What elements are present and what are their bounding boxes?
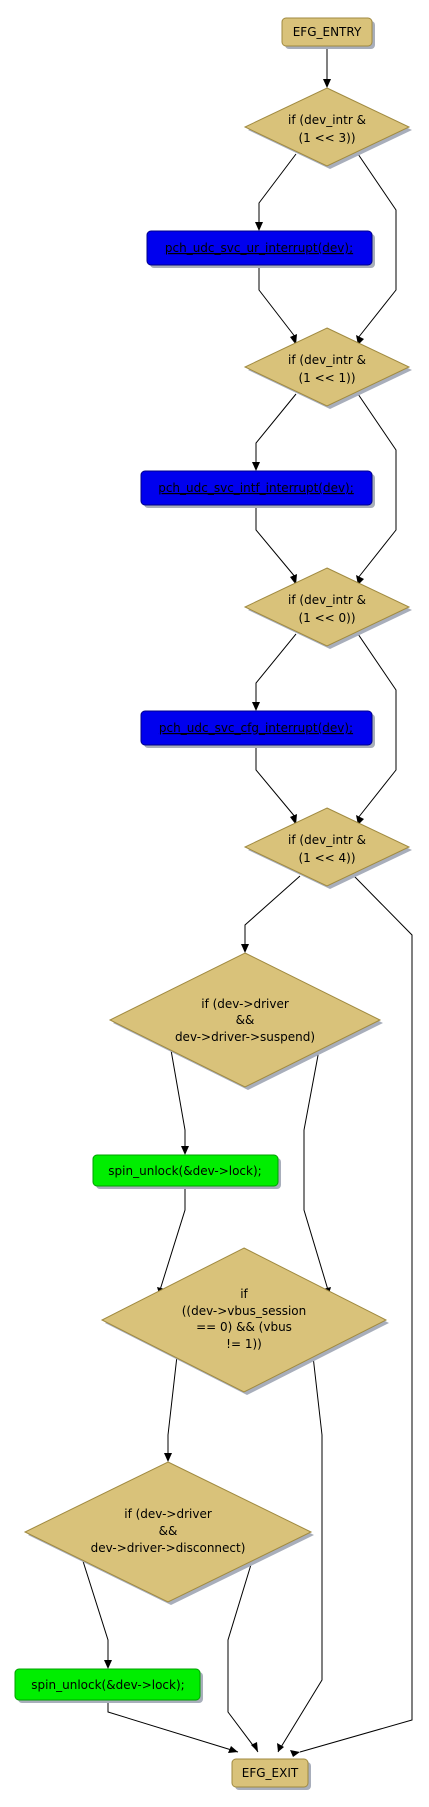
- arrowhead: [323, 79, 331, 88]
- arrowhead: [277, 1743, 284, 1752]
- decision-line-3: dev->driver->disconnect): [91, 1541, 246, 1555]
- node-entry: EFG_ENTRY: [281, 17, 375, 49]
- call-shape: [140, 470, 373, 506]
- arrowhead: [255, 222, 263, 231]
- decision-line-1: if (dev_intr &: [288, 113, 366, 127]
- arrowhead: [290, 334, 297, 345]
- edge-if3-to-if1: [357, 153, 397, 339]
- decision-line-2: ((dev->vbus_session: [182, 1304, 307, 1318]
- arrowhead: [228, 1746, 238, 1753]
- arrowhead: [251, 1742, 258, 1752]
- node-unlock1: spin_unlock(&dev->lock);: [92, 1154, 281, 1189]
- node-call-intf: pch_udc_svc_intf_interrupt(dev);: [140, 470, 375, 508]
- decision-shape: [243, 567, 411, 647]
- arrowhead: [164, 1453, 172, 1462]
- edge-disconnect-to-exit: [227, 1557, 259, 1753]
- node-if-intr0: if (dev_intr & (1 << 0)): [243, 567, 412, 649]
- decision-line-1: if (dev_intr &: [288, 353, 366, 367]
- decision-line-4: != 1)): [226, 1337, 262, 1351]
- unlock-shape: [92, 1154, 279, 1187]
- edge-if1-to-if0: [357, 393, 397, 579]
- edge-if4-to-suspend: [244, 875, 301, 946]
- edge-unlock1-to-vbus: [159, 1186, 186, 1291]
- decision-line-2: (1 << 1)): [298, 371, 355, 385]
- nodes: EFG_ENTRY if (dev_intr & (1 << 3)) pch_u…: [14, 17, 412, 1790]
- decision-line-1: if (dev->driver: [124, 1507, 212, 1521]
- decision-shape: [108, 952, 382, 1088]
- arrowhead: [290, 814, 297, 825]
- edge-if0-to-call-cfg: [255, 633, 297, 704]
- edge-if0-to-if4: [357, 633, 397, 819]
- decision-line-2: &&: [236, 1013, 255, 1027]
- edge-suspend-to-vbus: [303, 1049, 329, 1291]
- edge-suspend-to-unlock1: [170, 1049, 186, 1148]
- decision-line-1: if (dev_intr &: [288, 833, 366, 847]
- unlock2-label: spin_unlock(&dev->lock);: [31, 1678, 184, 1692]
- edge-call-ur-to-if1: [258, 265, 297, 339]
- exit-label: EFG_EXIT: [242, 1766, 299, 1780]
- entry-label: EFG_ENTRY: [293, 25, 362, 39]
- call-shape: [146, 230, 373, 266]
- edge-if3-to-call-ur: [258, 153, 297, 224]
- decision-line-2: (1 << 4)): [298, 851, 355, 865]
- arrowhead: [252, 462, 260, 471]
- edge-vbus-to-exit: [277, 1355, 323, 1753]
- call-shape: [140, 710, 373, 746]
- edge-call-cfg-to-if4: [255, 745, 297, 819]
- arrowhead: [104, 1660, 112, 1669]
- decision-shape: [23, 1461, 313, 1603]
- node-if-intr3: if (dev_intr & (1 << 3)): [243, 87, 412, 169]
- node-if-intr4: if (dev_intr & (1 << 4)): [243, 807, 412, 889]
- decision-line-2: (1 << 3)): [298, 131, 355, 145]
- decision-line-1: if (dev_intr &: [288, 593, 366, 607]
- entry-shape: [281, 17, 373, 47]
- node-call-cfg: pch_udc_svc_cfg_interrupt(dev);: [140, 710, 375, 748]
- arrowhead: [252, 702, 260, 711]
- arrowhead: [290, 1750, 300, 1757]
- call-ur-link[interactable]: pch_udc_svc_ur_interrupt(dev);: [165, 241, 353, 255]
- decision-line-3: dev->driver->suspend): [175, 1030, 315, 1044]
- decision-line-1: if: [240, 1287, 248, 1301]
- arrowhead: [181, 1146, 189, 1155]
- edge-disconnect-to-unlock2: [81, 1557, 109, 1662]
- decision-shape: [243, 327, 411, 407]
- exit-shape: [231, 1758, 309, 1788]
- decision-shape: [243, 87, 411, 167]
- node-call-ur: pch_udc_svc_ur_interrupt(dev);: [146, 230, 375, 268]
- decision-line-2: (1 << 0)): [298, 611, 355, 625]
- unlock-shape: [14, 1668, 201, 1701]
- node-if-disconnect: if (dev->driver && dev->driver->disconne…: [23, 1461, 314, 1605]
- node-if-suspend: if (dev->driver && dev->driver->suspend): [108, 952, 383, 1090]
- call-intf-link[interactable]: pch_udc_svc_intf_interrupt(dev);: [158, 481, 354, 495]
- node-unlock2: spin_unlock(&dev->lock);: [14, 1668, 203, 1703]
- edge-if4-to-exit: [299, 875, 413, 1753]
- unlock1-label: spin_unlock(&dev->lock);: [108, 1164, 261, 1178]
- edge-if1-to-call-intf: [255, 393, 297, 464]
- edge-call-intf-to-if0: [255, 505, 297, 579]
- arrowhead: [241, 944, 249, 953]
- arrowhead: [290, 574, 297, 585]
- decision-shape: [243, 807, 411, 887]
- edges: [81, 46, 413, 1753]
- call-cfg-link[interactable]: pch_udc_svc_cfg_interrupt(dev);: [159, 721, 353, 735]
- decision-line-2: &&: [159, 1524, 178, 1538]
- node-if-intr1: if (dev_intr & (1 << 1)): [243, 327, 412, 409]
- node-if-vbus: if ((dev->vbus_session == 0) && (vbus !=…: [100, 1247, 389, 1395]
- decision-shape: [100, 1247, 388, 1393]
- decision-line-1: if (dev->driver: [201, 997, 289, 1011]
- edge-vbus-to-disconnect: [167, 1355, 178, 1455]
- decision-line-3: == 0) && (vbus: [196, 1320, 292, 1334]
- node-exit: EFG_EXIT: [231, 1758, 311, 1790]
